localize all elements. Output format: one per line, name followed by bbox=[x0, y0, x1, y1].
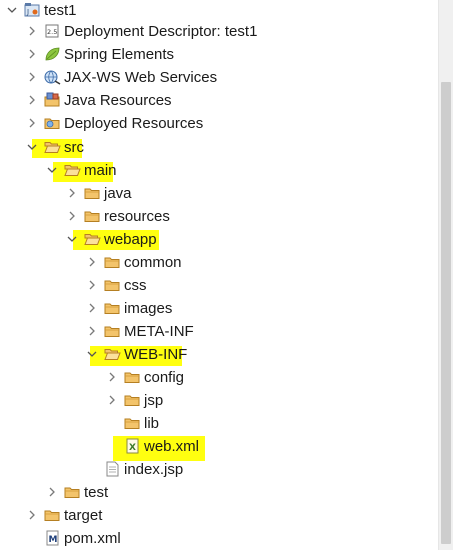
tree-item-label: config bbox=[144, 369, 185, 386]
tree-item-label: target bbox=[64, 507, 103, 524]
tree-item[interactable]: css bbox=[0, 275, 438, 298]
folder-icon bbox=[84, 185, 101, 201]
tree-item[interactable]: Java Resources bbox=[0, 90, 438, 113]
svg-text:J: J bbox=[26, 8, 29, 16]
tree-item-label: Java Resources bbox=[64, 92, 172, 109]
tree-item-label: test bbox=[84, 484, 109, 501]
folder-open-icon bbox=[104, 346, 121, 362]
tree-item-label: common bbox=[124, 254, 182, 271]
chevron-right-icon[interactable] bbox=[26, 116, 38, 130]
tree-item-label: resources bbox=[104, 208, 170, 225]
tree-item-label: web.xml bbox=[144, 438, 200, 455]
tree-item[interactable]: META-INF bbox=[0, 321, 438, 344]
tree-item-label: Deployment Descriptor: test1 bbox=[64, 23, 258, 40]
web-services-icon bbox=[44, 69, 61, 85]
tree-item[interactable]: 2.5 Deployment Descriptor: test1 bbox=[0, 21, 438, 44]
project-icon: J bbox=[24, 2, 41, 18]
chevron-right-icon[interactable] bbox=[46, 485, 58, 499]
chevron-right-icon[interactable] bbox=[86, 278, 98, 292]
tree-item[interactable]: lib bbox=[0, 413, 438, 436]
tree-item-label: jsp bbox=[144, 392, 164, 409]
tree-item[interactable]: index.jsp bbox=[0, 459, 438, 482]
tree-item-label: lib bbox=[144, 415, 160, 432]
chevron-down-icon[interactable] bbox=[46, 163, 58, 177]
tree-item-label: java bbox=[104, 185, 132, 202]
chevron-down-icon[interactable] bbox=[6, 3, 18, 17]
svg-text:2.5: 2.5 bbox=[47, 28, 57, 36]
folder-icon bbox=[44, 507, 61, 523]
tree-item[interactable]: resources bbox=[0, 206, 438, 229]
tree-item-label: JAX-WS Web Services bbox=[64, 69, 218, 86]
tree-item[interactable]: webapp bbox=[0, 229, 438, 252]
chevron-down-icon[interactable] bbox=[26, 140, 38, 154]
tree-item[interactable]: jsp bbox=[0, 390, 438, 413]
maven-pom-icon: M bbox=[44, 530, 61, 546]
tree-item[interactable]: JAX-WS Web Services bbox=[0, 67, 438, 90]
tree-item[interactable]: common bbox=[0, 252, 438, 275]
folder-open-icon bbox=[84, 231, 101, 247]
scrollbar-thumb[interactable] bbox=[441, 82, 451, 544]
folder-icon bbox=[104, 323, 121, 339]
folder-icon bbox=[104, 300, 121, 316]
deployed-resources-icon bbox=[44, 115, 61, 131]
tree-item-label: META-INF bbox=[124, 323, 194, 340]
chevron-down-icon[interactable] bbox=[66, 232, 78, 246]
folder-icon bbox=[124, 369, 141, 385]
jsp-file-icon bbox=[104, 461, 121, 477]
tree-item[interactable]: WEB-INF bbox=[0, 344, 438, 367]
tree-item-label: test1 bbox=[44, 2, 77, 19]
tree-item-label: src bbox=[64, 139, 84, 156]
folder-icon bbox=[124, 415, 141, 431]
chevron-right-icon[interactable] bbox=[86, 255, 98, 269]
tree-item-label: css bbox=[124, 277, 147, 294]
folder-icon bbox=[104, 277, 121, 293]
folder-icon bbox=[104, 254, 121, 270]
tree-item[interactable]: images bbox=[0, 298, 438, 321]
chevron-right-icon[interactable] bbox=[66, 186, 78, 200]
tree-item-label: images bbox=[124, 300, 173, 317]
chevron-right-icon[interactable] bbox=[86, 301, 98, 315]
tree-item[interactable]: test bbox=[0, 482, 438, 505]
java-resources-icon bbox=[44, 92, 61, 108]
chevron-right-icon[interactable] bbox=[106, 393, 118, 407]
chevron-right-icon[interactable] bbox=[66, 209, 78, 223]
chevron-right-icon[interactable] bbox=[26, 93, 38, 107]
vertical-scrollbar[interactable] bbox=[438, 0, 453, 550]
chevron-right-icon[interactable] bbox=[106, 370, 118, 384]
folder-icon bbox=[84, 208, 101, 224]
tree-item-label: Spring Elements bbox=[64, 46, 175, 63]
tree-item[interactable]: Spring Elements bbox=[0, 44, 438, 67]
tree-item-label: index.jsp bbox=[124, 461, 184, 478]
chevron-right-icon[interactable] bbox=[26, 47, 38, 61]
chevron-right-icon[interactable] bbox=[86, 324, 98, 338]
chevron-right-icon[interactable] bbox=[26, 70, 38, 84]
spring-leaf-icon bbox=[44, 46, 61, 62]
tree-item-label: Deployed Resources bbox=[64, 115, 204, 132]
chevron-down-icon[interactable] bbox=[86, 347, 98, 361]
tree-item-label: main bbox=[84, 162, 117, 179]
deployment-descriptor-icon: 2.5 bbox=[44, 23, 61, 39]
folder-icon bbox=[64, 484, 81, 500]
tree-item[interactable]: config bbox=[0, 367, 438, 390]
tree-item-label: webapp bbox=[104, 231, 157, 248]
chevron-right-icon[interactable] bbox=[26, 24, 38, 38]
xml-file-icon: X bbox=[124, 438, 141, 454]
tree-item[interactable]: java bbox=[0, 183, 438, 206]
tree-item-label: WEB-INF bbox=[124, 346, 188, 363]
svg-text:X: X bbox=[129, 443, 136, 453]
tree-item[interactable]: target bbox=[0, 505, 438, 528]
chevron-right-icon[interactable] bbox=[26, 508, 38, 522]
tree-item[interactable]: src bbox=[0, 137, 438, 160]
folder-open-icon bbox=[64, 162, 81, 178]
tree-item[interactable]: Deployed Resources bbox=[0, 113, 438, 136]
folder-icon bbox=[124, 392, 141, 408]
tree-item[interactable]: main bbox=[0, 160, 438, 183]
svg-text:M: M bbox=[49, 535, 58, 545]
folder-open-icon bbox=[44, 139, 61, 155]
tree-item-label: pom.xml bbox=[64, 530, 121, 547]
